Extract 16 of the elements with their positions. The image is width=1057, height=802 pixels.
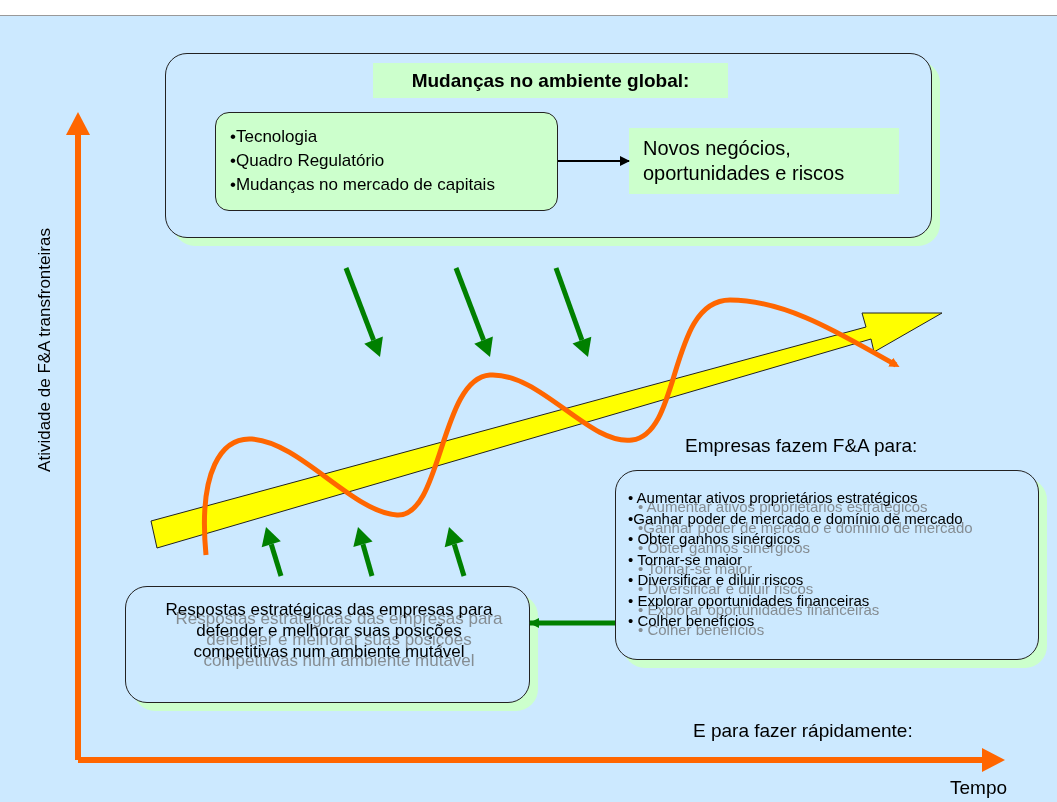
result-box <box>629 128 899 194</box>
arrow <box>557 156 630 166</box>
note-text: E para fazer rápidamente: <box>693 720 913 742</box>
axis-label: Atividade de F&A transfronteiras <box>35 227 55 474</box>
process-box <box>215 112 558 211</box>
axis-label: Tempo <box>950 777 1008 799</box>
bullet-text: • Aumentar ativos proprietários estratégicos <box>628 489 918 506</box>
bullet-text: •Mudanças no mercado de capitais <box>230 175 495 195</box>
arrow <box>529 618 615 628</box>
bullet-text: • Tornar-se maior <box>628 550 743 568</box>
result-text: Novos negócios, oportunidades e riscos <box>643 136 846 186</box>
bullet-text: • Diversificar e diluir riscos <box>628 571 804 588</box>
bullet-text: •Tecnologia <box>230 127 318 147</box>
bullet-text: •Quadro Regulatório <box>230 151 385 171</box>
heading: Empresas fazem F&A para: <box>685 435 918 457</box>
heading: Mudanças no ambiente global: <box>373 63 728 98</box>
